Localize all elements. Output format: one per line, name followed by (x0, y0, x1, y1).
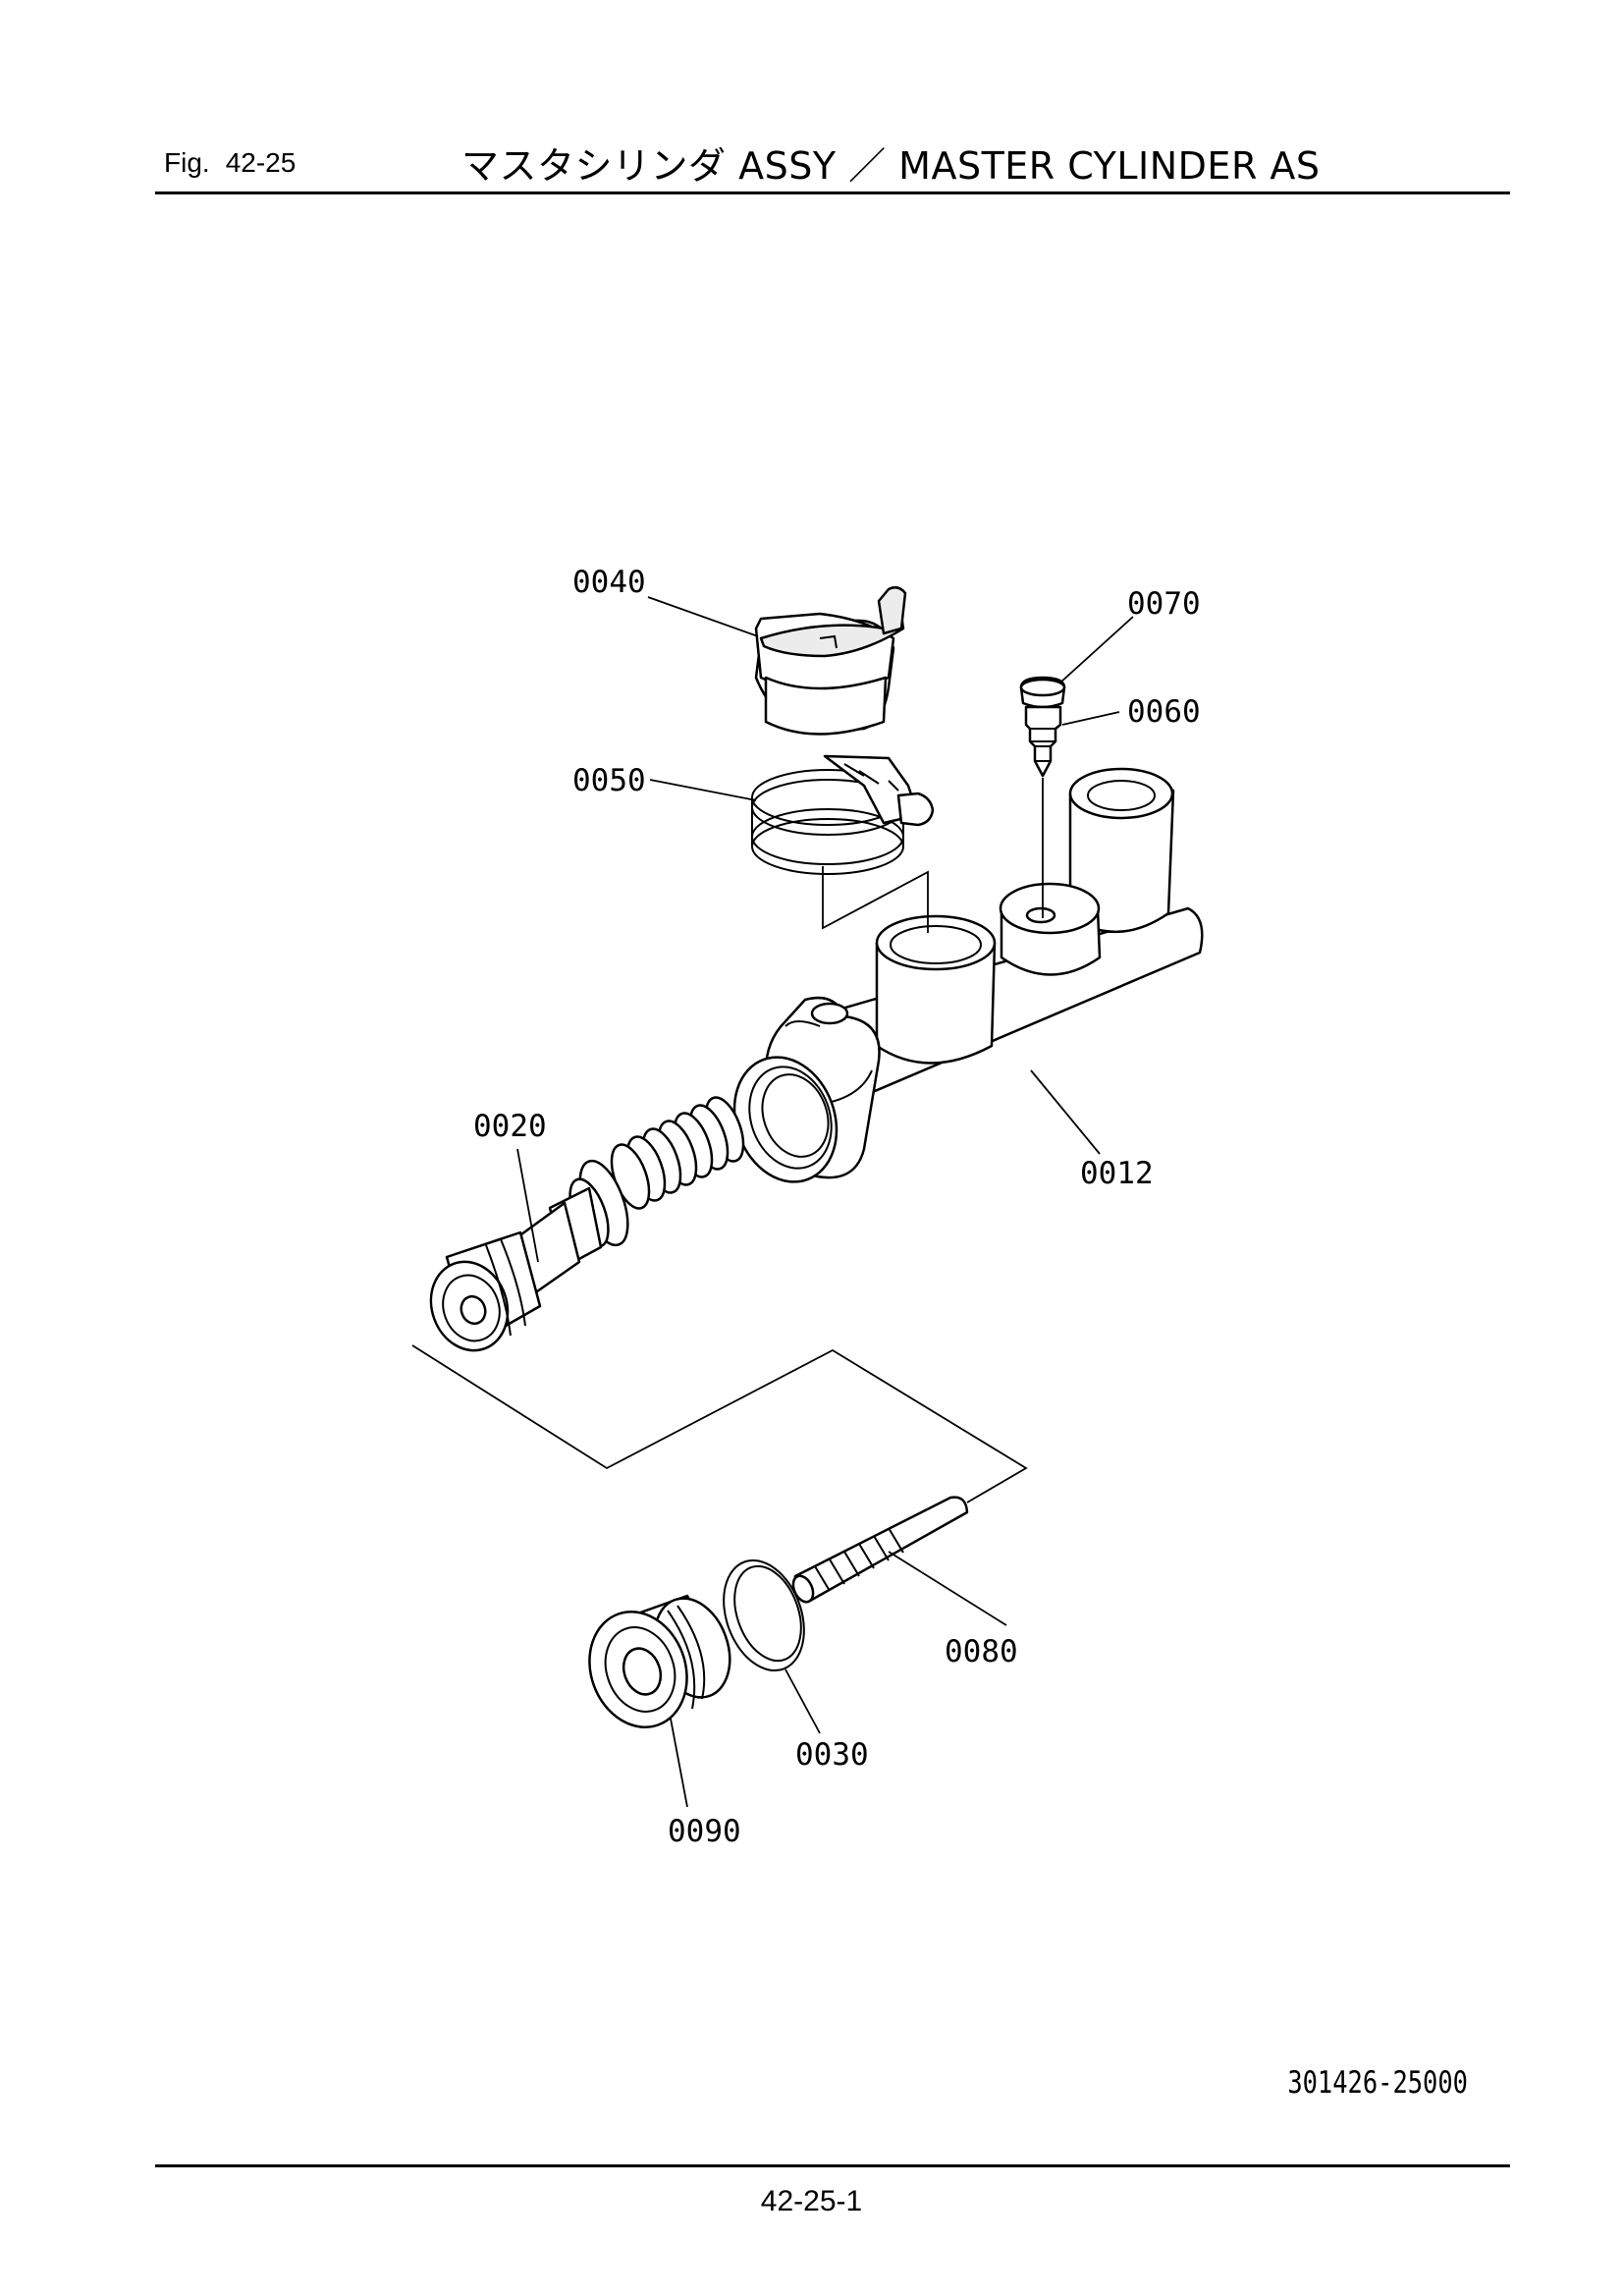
callout-0040: 0040 (572, 565, 646, 600)
part-0070-valve-cap[interactable] (1019, 676, 1066, 709)
assembly-guide-lines (411, 778, 1044, 1503)
part-0020-piston-assembly[interactable] (419, 1093, 751, 1362)
drawing-number: 301426-25000 (1287, 2065, 1468, 2101)
part-0030-snap-ring[interactable] (709, 1550, 818, 1682)
fig-number: 42-25 (225, 147, 297, 178)
callout-0020: 0020 (473, 1109, 547, 1144)
part-0050-hose-clamp[interactable] (751, 754, 935, 875)
callout-0070: 0070 (1127, 586, 1201, 622)
callout-0030: 0030 (795, 1737, 869, 1773)
part-0090-boot[interactable] (573, 1588, 742, 1741)
part-0040-reservoir-cap[interactable] (754, 585, 907, 736)
callout-0050: 0050 (572, 763, 646, 798)
header-rule (155, 191, 1510, 194)
callout-0090: 0090 (668, 1814, 741, 1849)
footer-rule (155, 2164, 1510, 2167)
figure-number: Fig. 42-25 (164, 147, 296, 179)
leader-lines (516, 596, 1134, 1808)
page-title: マスタシリンダ ASSY ／ MASTER CYLINDER AS (461, 144, 1321, 188)
callout-0080: 0080 (945, 1634, 1018, 1669)
part-0060-valve[interactable] (1024, 705, 1062, 778)
fig-prefix: Fig. (164, 147, 210, 178)
callout-0012: 0012 (1080, 1156, 1154, 1191)
page-number: 42-25-1 (760, 2185, 863, 2217)
part-0012-cylinder-body[interactable] (718, 767, 1204, 1196)
callout-0060: 0060 (1127, 694, 1201, 730)
part-0080-push-rod[interactable] (789, 1496, 969, 1606)
callout-labels: 0040 0070 0060 0050 0020 0012 0080 0030 … (473, 565, 1201, 1849)
